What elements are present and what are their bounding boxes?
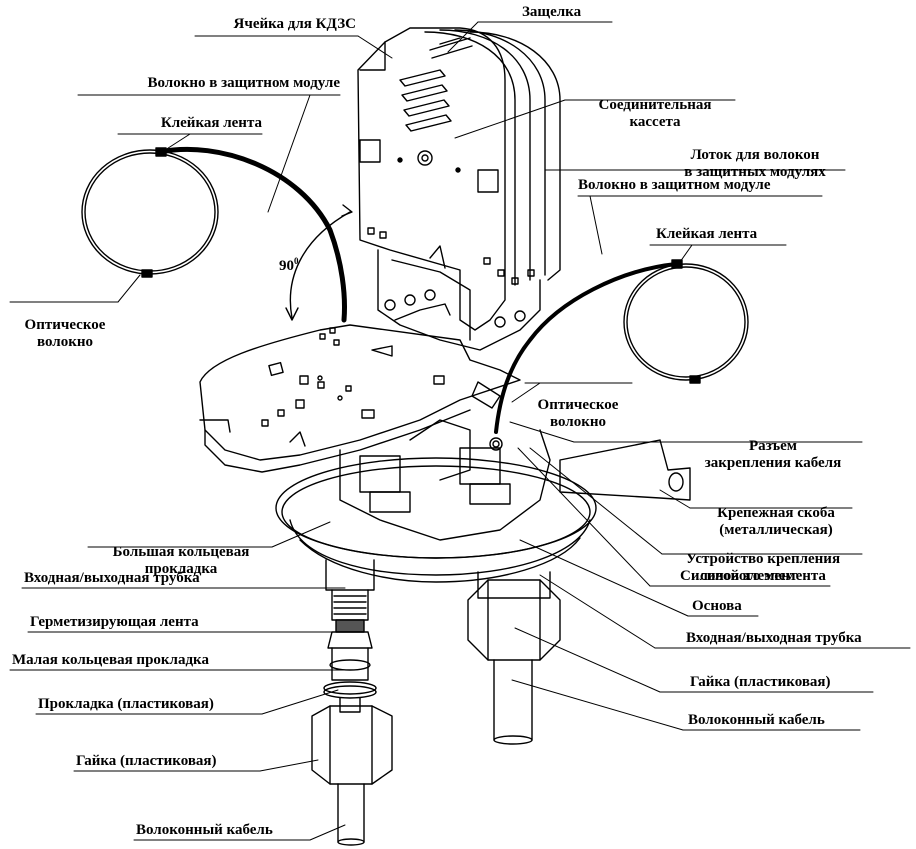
- cassette-tower: [357, 27, 561, 357]
- tray-plate: [199, 324, 521, 473]
- label-tape-right: Клейкая лента: [656, 226, 758, 242]
- label-strength-member: Силовой элемент: [680, 568, 798, 584]
- body-clamps: [339, 381, 691, 541]
- fiber-loop-left: [81, 146, 347, 323]
- base-rings: [275, 457, 597, 583]
- leader-lines: [9, 21, 911, 841]
- fiber-loop-right: [494, 259, 749, 434]
- rotation-angle-label: 900: [279, 256, 299, 274]
- label-small-gasket: Малая кольцевая прокладка: [12, 652, 209, 668]
- label-sealing-tape: Герметизирующая лента: [30, 614, 199, 630]
- label-nut-left: Гайка (пластиковая): [76, 753, 217, 769]
- label-io-tube-right: Входная/выходная трубка: [686, 630, 862, 646]
- label-fiber-module-left: Волокно в защитном модуле: [147, 75, 340, 91]
- label-kdzs-cell: Ячейка для КДЗС: [233, 16, 356, 32]
- right-tube-assembly: [467, 571, 561, 745]
- label-fiber-module-right: Волокно в защитном модуле: [578, 177, 771, 193]
- label-tape-left: Клейкая лента: [160, 115, 262, 131]
- label-latch: Защелка: [522, 4, 582, 20]
- rotation-arrow: [285, 204, 353, 321]
- label-fiber-cable-right: Волоконный кабель: [688, 712, 825, 728]
- label-plastic-gasket: Прокладка (пластиковая): [38, 696, 214, 712]
- label-io-tube-left: Входная/выходная трубка: [24, 570, 200, 586]
- label-fiber-cable-left: Волоконный кабель: [136, 822, 273, 838]
- left-tube-assembly: [311, 559, 393, 846]
- label-bracket: Крепежная скоба(металлическая): [717, 505, 835, 538]
- label-nut-right: Гайка (пластиковая): [690, 674, 831, 690]
- label-base: Основа: [692, 598, 742, 614]
